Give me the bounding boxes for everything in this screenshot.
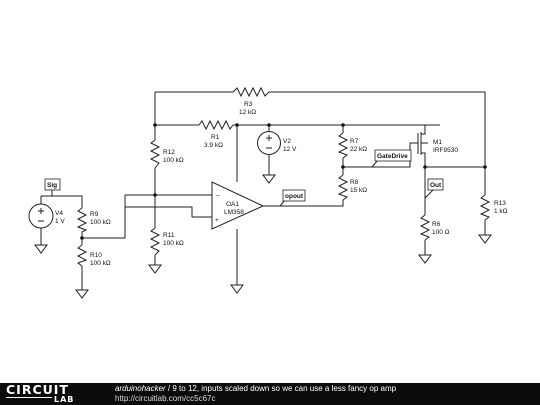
- resistor-r11: R11 100 kΩ: [149, 227, 184, 256]
- r12-name: R12: [163, 149, 175, 156]
- footer-author[interactable]: arduinohacker: [115, 384, 166, 393]
- voltage-source-v4: V4 1 V: [28, 203, 65, 229]
- svg-text:GateDrive: GateDrive: [377, 153, 408, 160]
- v4-name: V4: [55, 210, 63, 217]
- voltage-source-v2: V2 12 V: [257, 131, 297, 155]
- r13-name: R13: [494, 200, 506, 207]
- m1-name: M1: [433, 139, 442, 146]
- logo-bottom-text: LAB: [54, 395, 75, 404]
- oa1-value: LM358: [224, 209, 244, 216]
- r1-name: R1: [211, 134, 220, 141]
- resistor-r9: R9 100 kΩ: [76, 207, 111, 233]
- r13-value: 1 kΩ: [494, 208, 508, 215]
- net-label-sig: Sig: [44, 178, 61, 191]
- r10-name: R10: [90, 252, 102, 259]
- logo-top-text: CIRCUIT: [6, 382, 69, 397]
- resistor-r6: R6 100 Ω: [419, 214, 450, 241]
- resistor-r1: R1 3.9 kΩ: [198, 119, 234, 149]
- oa1-name: OA1: [226, 201, 239, 208]
- wires: [40, 91, 486, 290]
- footer-bar: CIRCUIT LAB arduinohacker / 9 to 12, inp…: [0, 383, 540, 405]
- r7-value: 22 kΩ: [350, 146, 367, 153]
- r11-name: R11: [163, 232, 175, 239]
- net-label-out: Out: [427, 178, 444, 191]
- r8-name: R8: [350, 179, 359, 186]
- resistor-r3: R3 12 kΩ: [232, 86, 272, 116]
- r9-value: 100 kΩ: [90, 219, 111, 226]
- net-label-gatedrive: GateDrive: [374, 149, 412, 162]
- ground-icon: [418, 254, 432, 264]
- r8-value: 15 kΩ: [350, 187, 367, 194]
- opamp-plus-sign: +: [215, 217, 219, 224]
- junction-dots: [80, 123, 487, 240]
- ground-icon: [34, 244, 48, 254]
- mosfet-m1: M1 IRF9530: [417, 125, 458, 155]
- r6-name: R6: [432, 221, 441, 228]
- logo-bar: [6, 397, 52, 403]
- resistor-r7: R7 22 kΩ: [337, 132, 367, 159]
- opamp-oa1: − + OA1 LM358: [211, 181, 265, 230]
- svg-text:Out: Out: [430, 182, 442, 189]
- footer-caption: arduinohacker / 9 to 12, inputs scaled d…: [115, 384, 396, 404]
- r3-value: 12 kΩ: [239, 109, 256, 116]
- r10-value: 100 kΩ: [90, 260, 111, 267]
- ground-icon: [148, 264, 162, 274]
- svg-text:opout: opout: [285, 193, 304, 200]
- ground-icon: [75, 289, 89, 299]
- opamp-minus-sign: −: [216, 193, 220, 200]
- resistor-r10: R10 100 kΩ: [76, 244, 111, 267]
- ground-icon: [230, 284, 244, 294]
- r12-value: 100 kΩ: [163, 157, 184, 164]
- ground-icon: [478, 234, 492, 244]
- circuit-schematic: R3 12 kΩ R1 3.9 kΩ R12 100 kΩ R11 100 kΩ…: [28, 86, 508, 299]
- r9-name: R9: [90, 211, 99, 218]
- circuitlab-logo[interactable]: CIRCUIT LAB: [6, 382, 96, 404]
- v4-value: 1 V: [55, 218, 65, 225]
- v2-value: 12 V: [283, 146, 297, 153]
- r7-name: R7: [350, 138, 359, 145]
- footer-description: 9 to 12, inputs scaled down so we can us…: [172, 384, 397, 393]
- v2-name: V2: [283, 138, 291, 145]
- ground-symbols: [34, 174, 492, 299]
- footer-separator: /: [165, 384, 173, 393]
- ground-icon: [262, 174, 276, 184]
- svg-text:Sig: Sig: [47, 182, 57, 189]
- r3-name: R3: [244, 101, 253, 108]
- r6-value: 100 Ω: [432, 229, 450, 236]
- resistor-r12: R12 100 kΩ: [149, 139, 184, 169]
- footer-url[interactable]: http://circuitlab.com/cc5c67c: [115, 394, 216, 403]
- resistor-r13: R13 1 kΩ: [479, 194, 508, 221]
- m1-value: IRF9530: [433, 147, 458, 154]
- net-label-opout: opout: [282, 189, 306, 202]
- resistor-r8: R8 15 kΩ: [337, 174, 367, 201]
- r1-value: 3.9 kΩ: [204, 142, 223, 149]
- r11-value: 100 kΩ: [163, 240, 184, 247]
